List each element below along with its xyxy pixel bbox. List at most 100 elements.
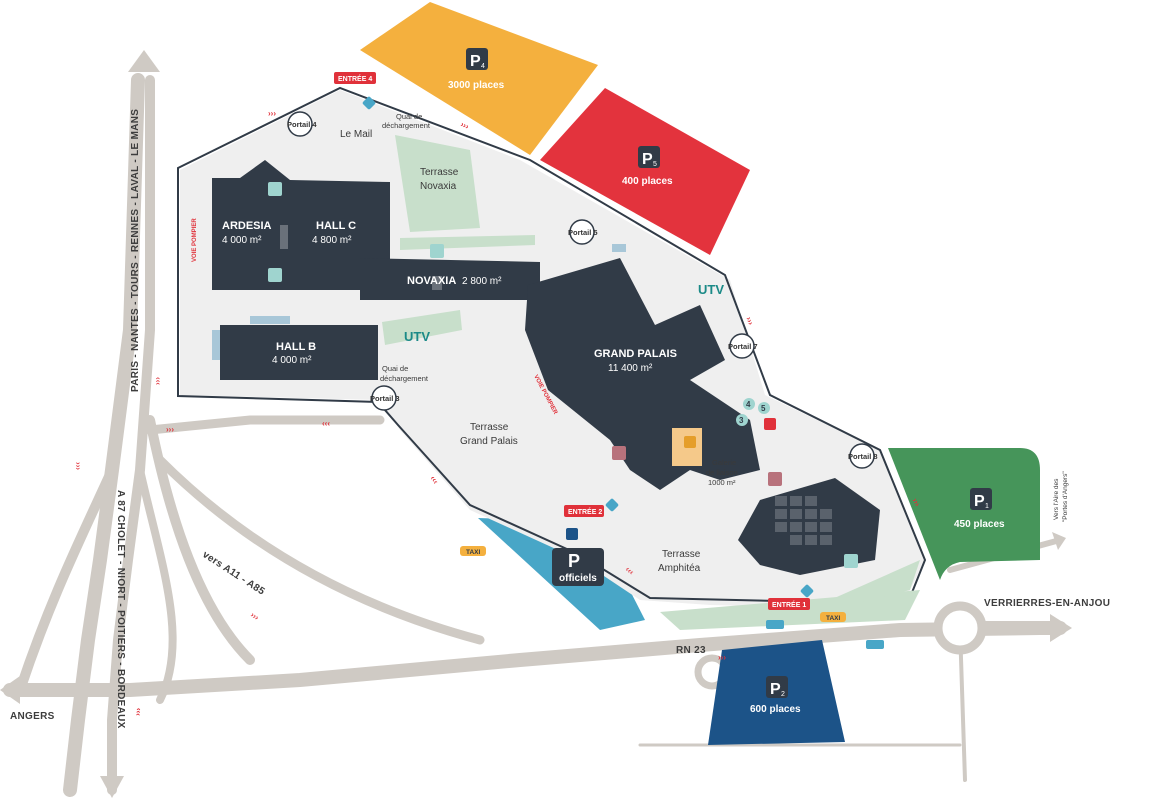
road-a87-left: [63, 73, 145, 797]
svg-text:officiels: officiels: [559, 573, 597, 584]
svg-text:2: 2: [781, 691, 785, 698]
svg-text:P: P: [974, 493, 985, 510]
galerie-label-l2: de liaison: [706, 468, 738, 477]
arrow-portes: [1052, 532, 1066, 550]
parking-officiels-badge: P officiels: [552, 548, 604, 586]
entrances: ENTRÉE 4 ENTRÉE 2 ENTRÉE 1: [334, 72, 810, 610]
hall-ardesia-hallc-building: [212, 160, 390, 290]
svg-text:›››: ›››: [459, 120, 470, 132]
zone-terrasse-novaxia-l1: Terrasse: [420, 167, 459, 178]
svg-text:3000 places: 3000 places: [448, 80, 505, 91]
disabled-access-icon: [566, 528, 578, 540]
place-verrieres: VERRIERRES-EN-ANJOU: [984, 598, 1110, 609]
hall-b-name: HALL B: [276, 341, 316, 353]
svg-text:›››: ›››: [744, 316, 755, 327]
cloakroom-icon: [844, 554, 858, 568]
svg-text:P: P: [568, 551, 580, 571]
road-a87-right: [107, 75, 155, 795]
quai-dechargement-1-l1: Quai de: [396, 112, 422, 121]
hall-b-area: 4 000 m²: [272, 355, 312, 366]
entree-2: ENTRÉE 2: [564, 505, 604, 517]
svg-text:‹‹‹: ‹‹‹: [322, 419, 330, 428]
svg-text:P: P: [470, 53, 481, 70]
taxi-west: TAXI: [460, 546, 486, 556]
svg-text:›››: ›››: [910, 497, 922, 509]
hall-b-building: [220, 325, 378, 380]
stairs-icon: [432, 276, 442, 290]
utv-label-east: UTV: [698, 282, 724, 297]
galerie-label-l3: 1000 m²: [708, 478, 736, 487]
svg-text:Portail 7: Portail 7: [728, 342, 758, 351]
svg-text:›››: ›››: [153, 377, 162, 385]
marker-3: 3: [739, 416, 744, 425]
road-label-a11: vers A11 - A85: [200, 549, 266, 597]
taxi-east: TAXI: [820, 612, 846, 622]
svg-text:›››: ›››: [268, 109, 276, 118]
svg-text:450 places: 450 places: [954, 519, 1005, 530]
parking-p5-badge: P 5 400 places: [622, 146, 673, 187]
svg-text:Portail 4: Portail 4: [287, 120, 317, 129]
galerie-icon: [684, 436, 696, 448]
marker-4: 4: [746, 400, 751, 409]
cloakroom-icon: [430, 244, 444, 258]
info-icon: [605, 498, 619, 512]
hall-c-area: 4 800 m²: [312, 235, 352, 246]
green-utv-west: [382, 310, 462, 345]
portal-8: Portail 8: [848, 443, 878, 469]
hall-novaxia-name: NOVAXIA: [407, 275, 456, 287]
hall-novaxia-area: 2 800 m²: [462, 276, 502, 287]
svg-text:›››: ›››: [718, 653, 726, 662]
service-icons: [268, 96, 858, 598]
svg-text:›››: ›››: [249, 610, 261, 622]
marker-5: 5: [761, 404, 766, 413]
bus-icon: [766, 620, 784, 629]
place-angers: ANGERS: [10, 711, 55, 722]
portal-4: Portail 4: [287, 111, 317, 137]
hall-ardesia-area: 4 000 m²: [222, 235, 262, 246]
svg-text:Portail 5: Portail 5: [568, 228, 598, 237]
zone-le-mail: Le Mail: [340, 129, 372, 140]
svg-text:TAXI: TAXI: [826, 615, 841, 622]
info-icon: [362, 96, 376, 110]
galerie-label-l1: Galerie: [712, 458, 736, 467]
roundabout-east: [933, 601, 987, 655]
road-label-rn23: RN 23: [676, 645, 706, 656]
green-terrasse-novaxia: [395, 135, 480, 232]
utv-label-west: UTV: [404, 329, 430, 344]
parking-p5-area: [540, 88, 750, 255]
road-label-north: PARIS - NANTES - TOURS - RENNES - LAVAL …: [130, 109, 141, 392]
hall-c-name: HALL C: [316, 220, 356, 232]
zone-terrasse-gp-l2: Grand Palais: [460, 436, 518, 447]
svg-text:›››: ›››: [166, 425, 174, 434]
road-ramp-east: [145, 415, 255, 665]
svg-text:‹‹‹: ‹‹‹: [73, 462, 82, 470]
road-ramp-west: [15, 465, 117, 695]
svg-text:›››: ›››: [133, 707, 143, 716]
road-label-south: A 87 CHOLET - NIORT - POITIERS - BORDEAU…: [115, 490, 126, 729]
firstaid-icon: [764, 418, 776, 430]
flow-arrows: ››› ››› ››› ››› ‹‹‹ ‹‹‹ ‹‹‹ ››› ››› ‹‹‹ …: [73, 109, 922, 716]
road-ramp-loop: [136, 466, 177, 704]
quai-dechargement-2-l1: Quai de: [382, 364, 408, 373]
hall-novaxia-building: [360, 258, 540, 300]
parking-p4-badge: P 4 3000 places: [448, 48, 505, 91]
restaurant-icon: [768, 472, 782, 486]
portes-angers-l1: Vers l'Aire des: [1053, 478, 1060, 520]
arrow-east: [1050, 614, 1072, 642]
hall-ardesia-name: ARDESIA: [222, 220, 272, 232]
portal-5: Portail 5: [568, 219, 598, 245]
zone-terrasse-novaxia-l2: Novaxia: [420, 181, 457, 192]
hall-grand-palais-area: 11 400 m²: [608, 363, 653, 374]
svg-text:P: P: [770, 681, 781, 698]
arrow-south: [100, 776, 124, 798]
voie-pompier-west: VOIE POMPIER: [192, 218, 198, 262]
portal-3: Portail 3: [370, 385, 400, 411]
svg-text:P: P: [642, 151, 653, 168]
zone-terrasse-gp-l1: Terrasse: [470, 422, 509, 433]
arrow-north: [128, 50, 160, 72]
svg-text:400 places: 400 places: [622, 176, 673, 187]
svg-text:Portail 8: Portail 8: [848, 452, 878, 461]
portals: Portail 4 Portail 5 Portail 7 Portail 8 …: [287, 111, 878, 469]
road-to-site: [145, 415, 385, 435]
road-angers: [3, 621, 1047, 697]
